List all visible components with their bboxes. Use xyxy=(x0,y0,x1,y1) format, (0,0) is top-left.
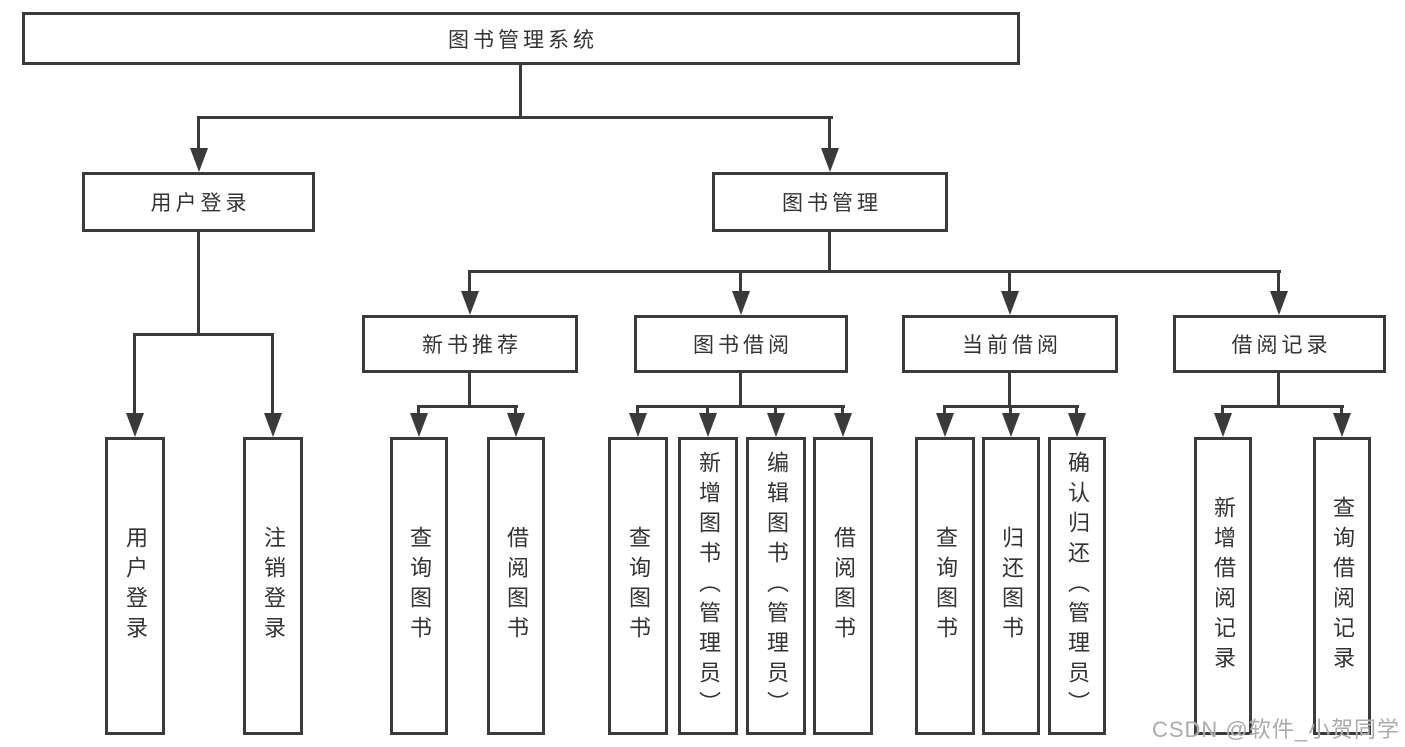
connector-vline xyxy=(828,232,831,272)
connector-vline xyxy=(1075,405,1078,417)
leaf-br-add-record-label: 新增借阅记录 xyxy=(1211,496,1236,676)
connector-vline xyxy=(1277,270,1280,295)
leaf-rec-borrow-books: 借阅图书 xyxy=(487,437,545,735)
leaf-cb-return-books-label: 归还图书 xyxy=(999,526,1024,646)
node-borrow-records: 借阅记录 xyxy=(1173,315,1386,373)
leaf-rec-query-books-label: 查询图书 xyxy=(407,526,432,646)
connector-vline xyxy=(706,405,709,417)
arrowhead-down-icon xyxy=(410,413,428,437)
arrowhead-down-icon xyxy=(699,413,717,437)
leaf-bb-query-books: 查询图书 xyxy=(608,437,668,735)
leaf-cb-return-books: 归还图书 xyxy=(982,437,1040,735)
leaf-logout: 注销登录 xyxy=(243,437,303,735)
node-book-management: 图书管理 xyxy=(712,172,948,232)
leaf-bb-add-books-admin-label: 新增图书（管理员） xyxy=(696,451,721,721)
leaf-bb-query-books-label: 查询图书 xyxy=(626,526,651,646)
arrowhead-down-icon xyxy=(767,413,785,437)
connector-vline xyxy=(841,405,844,417)
node-root-system: 图书管理系统 xyxy=(22,12,1020,65)
leaf-cb-confirm-return-admin: 确认归还（管理员） xyxy=(1048,437,1106,735)
connector-vline xyxy=(739,373,742,407)
arrowhead-down-icon xyxy=(264,413,282,437)
connector-vline xyxy=(636,405,639,417)
node-root-label: 图书管理系统 xyxy=(448,28,598,52)
connector-vline xyxy=(1008,373,1011,407)
connector-vline xyxy=(1340,405,1343,417)
arrowhead-down-icon xyxy=(821,148,839,172)
arrowhead-down-icon xyxy=(1333,413,1351,437)
node-borrow-records-label: 借阅记录 xyxy=(1231,334,1332,357)
connector-vline xyxy=(943,405,946,417)
node-user-login-label: 用户登录 xyxy=(150,192,251,215)
connector-vline xyxy=(828,116,831,156)
connector-vline xyxy=(271,333,274,417)
connector-vline xyxy=(468,373,471,407)
arrowhead-down-icon xyxy=(1270,291,1288,315)
arrowhead-down-icon xyxy=(1001,291,1019,315)
connector-vline xyxy=(1277,373,1280,407)
leaf-br-query-record: 查询借阅记录 xyxy=(1313,437,1371,735)
connector-hline xyxy=(636,405,845,408)
node-book-borrow-label: 图书借阅 xyxy=(693,334,793,357)
node-book-borrow: 图书借阅 xyxy=(634,315,848,373)
arrowhead-down-icon xyxy=(629,413,647,437)
arrowhead-down-icon xyxy=(936,413,954,437)
connector-hline xyxy=(417,405,518,408)
node-current-borrow: 当前借阅 xyxy=(902,315,1118,373)
connector-hline xyxy=(1221,405,1344,408)
arrowhead-down-icon xyxy=(1002,413,1020,437)
leaf-bb-borrow-books-label: 借阅图书 xyxy=(831,526,856,646)
leaf-br-query-record-label: 查询借阅记录 xyxy=(1330,496,1355,676)
connector-vline xyxy=(1009,405,1012,417)
node-book-management-label: 图书管理 xyxy=(782,192,882,215)
leaf-user-login-label: 用户登录 xyxy=(123,526,148,646)
leaf-cb-query-books-label: 查询图书 xyxy=(933,526,958,646)
leaf-logout-label: 注销登录 xyxy=(261,526,286,646)
csdn-watermark: CSDN @软件_小贺同学 xyxy=(1151,717,1400,742)
connector-vline xyxy=(519,65,522,118)
leaf-cb-query-books: 查询图书 xyxy=(915,437,975,735)
arrowhead-down-icon xyxy=(507,413,525,437)
leaf-bb-borrow-books: 借阅图书 xyxy=(813,437,873,735)
connector-hline xyxy=(468,270,1281,273)
connector-vline xyxy=(468,270,471,295)
leaf-bb-edit-books-admin-label: 编辑图书（管理员） xyxy=(764,451,789,721)
node-new-book-recommend: 新书推荐 xyxy=(362,315,578,373)
leaf-br-add-record: 新增借阅记录 xyxy=(1194,437,1252,735)
connector-vline xyxy=(739,270,742,295)
connector-vline xyxy=(514,405,517,417)
node-new-book-recommend-label: 新书推荐 xyxy=(422,334,522,357)
connector-vline xyxy=(1008,270,1011,295)
connector-vline xyxy=(1221,405,1224,417)
arrowhead-down-icon xyxy=(461,291,479,315)
connector-vline xyxy=(133,333,136,417)
node-current-borrow-label: 当前借阅 xyxy=(962,334,1062,357)
arrowhead-down-icon xyxy=(1214,413,1232,437)
leaf-rec-query-books: 查询图书 xyxy=(390,437,448,735)
arrowhead-down-icon xyxy=(1068,413,1086,437)
connector-vline xyxy=(197,116,200,156)
arrowhead-down-icon xyxy=(834,413,852,437)
leaf-bb-add-books-admin: 新增图书（管理员） xyxy=(678,437,738,735)
connector-vline xyxy=(417,405,420,417)
connector-hline xyxy=(133,333,273,336)
arrowhead-down-icon xyxy=(126,413,144,437)
connector-vline xyxy=(774,405,777,417)
leaf-cb-confirm-return-admin-label: 确认归还（管理员） xyxy=(1065,451,1090,721)
leaf-bb-edit-books-admin: 编辑图书（管理员） xyxy=(746,437,806,735)
arrowhead-down-icon xyxy=(732,291,750,315)
connector-hline xyxy=(197,116,833,119)
node-user-login: 用户登录 xyxy=(82,172,315,232)
leaf-rec-borrow-books-label: 借阅图书 xyxy=(504,526,529,646)
arrowhead-down-icon xyxy=(190,148,208,172)
leaf-user-login: 用户登录 xyxy=(105,437,165,735)
connector-vline xyxy=(197,232,200,335)
